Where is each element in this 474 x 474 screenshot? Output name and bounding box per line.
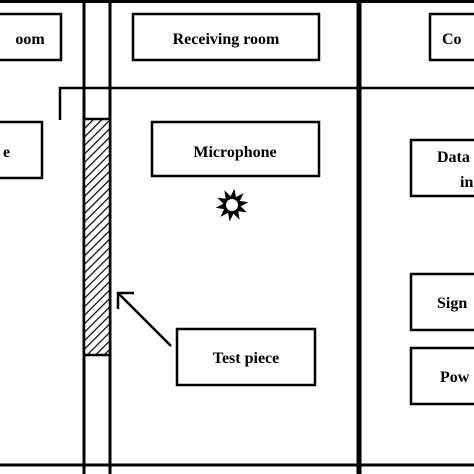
data-box-line1: Data	[437, 149, 470, 166]
receiving-room-label: Receiving room	[173, 31, 280, 48]
control-room-label-box: Co	[428, 12, 474, 62]
data-box: Data in	[409, 138, 474, 198]
data-box-line2: in	[460, 174, 473, 191]
test-piece-label-box: Test piece	[175, 327, 317, 387]
signal-box-label: Sign	[437, 295, 467, 312]
signal-box: Sign	[409, 272, 474, 332]
control-room-label: Co	[442, 31, 462, 48]
power-box: Pow	[409, 346, 474, 406]
source-room-label-box: oom	[0, 12, 63, 62]
source-box: e	[0, 120, 44, 180]
power-box-label: Pow	[440, 369, 470, 386]
receiving-room-label-box: Receiving room	[131, 12, 321, 62]
microphone-box: Microphone	[150, 120, 321, 178]
test-piece-label: Test piece	[213, 350, 280, 367]
burst-star-icon	[215, 188, 249, 222]
source-room-label: oom	[15, 31, 45, 48]
cable-connector	[58, 86, 474, 120]
microphone-label: Microphone	[193, 144, 276, 161]
test-piece-panel	[82, 117, 112, 357]
arrow-icon	[116, 291, 172, 347]
source-box-label: e	[3, 144, 10, 161]
